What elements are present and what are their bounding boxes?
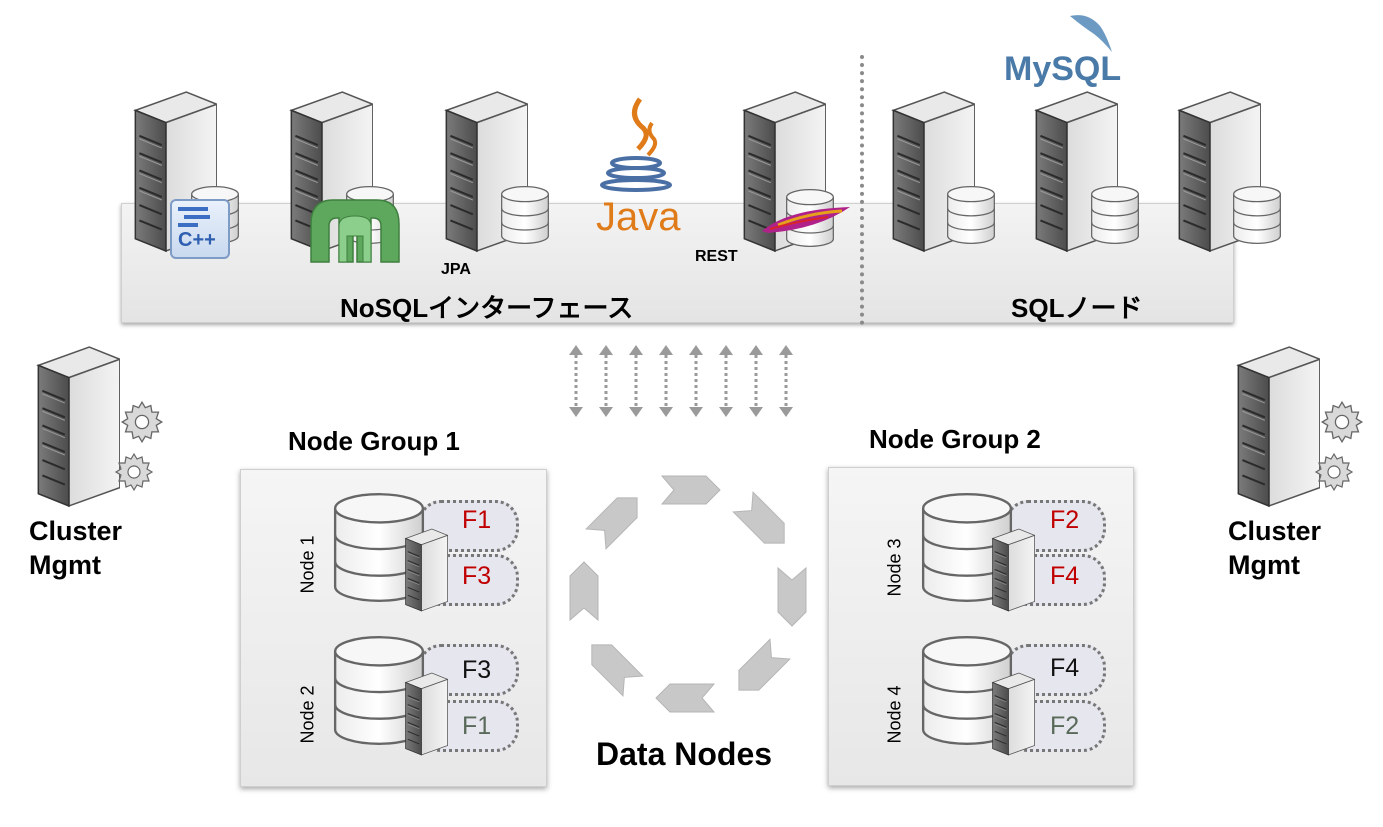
node-1-primary-fragment: F1 [462, 506, 492, 534]
database-icon [1090, 180, 1140, 250]
node-2-primary-fragment: F3 [462, 656, 492, 684]
cluster-mgmt-line2: Mgmt [29, 550, 101, 580]
cluster-mgmt-line1: Cluster [29, 516, 123, 546]
node-3-server-icon [987, 528, 1035, 612]
cluster-mgmt-right-label: Cluster Mgmt [1228, 514, 1321, 582]
node-3-label: Node 3 [884, 538, 905, 597]
mgmt-server-icon [1228, 345, 1320, 508]
node-4-label: Node 4 [884, 685, 905, 744]
cluster-mgmt-line2: Mgmt [1228, 550, 1300, 580]
double-arrow-icon [568, 345, 584, 417]
double-arrow-icon [658, 345, 674, 417]
node-4-secondary-fragment: F2 [1050, 712, 1080, 740]
node-group-2-title: Node Group 2 [869, 424, 1041, 454]
cpp-logo-text: C++ [178, 229, 216, 251]
gear-icon [120, 400, 164, 444]
rest-label: REST [695, 248, 738, 265]
gear-icon [114, 452, 154, 492]
double-arrow-icon [718, 345, 734, 417]
node-1-secondary-fragment: F3 [462, 562, 492, 590]
java-logo-text: Java [596, 195, 681, 239]
database-icon [500, 180, 550, 250]
node-3-secondary-fragment: F4 [1050, 562, 1080, 590]
fragment-pill [418, 500, 519, 552]
data-flow-arrows [568, 345, 798, 419]
jpa-label: JPA [441, 261, 471, 278]
panel-divider [860, 55, 864, 325]
sql-node-label: SQLノード [1011, 293, 1143, 323]
apache-feather-icon [762, 207, 850, 233]
double-arrow-icon [748, 345, 764, 417]
node-1-server-icon [400, 528, 448, 612]
gear-icon [1320, 400, 1364, 444]
node-2-label: Node 2 [297, 685, 318, 744]
double-arrow-icon [628, 345, 644, 417]
fragment-pill [418, 644, 519, 696]
node-2-secondary-fragment: F1 [462, 712, 492, 740]
cpp-logo-icon: C++ [170, 199, 230, 259]
node-group-1-title: Node Group 1 [288, 426, 460, 456]
java-logo-icon: Java [596, 95, 681, 245]
node-2-server-icon [400, 672, 448, 756]
database-icon [946, 180, 996, 250]
mysql-logo-text: MySQL [1004, 50, 1122, 88]
nosql-interface-label: NoSQLインターフェース [340, 293, 634, 323]
double-arrow-icon [598, 345, 614, 417]
node-1-label: Node 1 [297, 535, 318, 594]
node-3-primary-fragment: F2 [1050, 506, 1080, 534]
database-icon [1232, 180, 1282, 250]
mysql-logo-icon: MySQL [1004, 10, 1124, 90]
gear-icon [1314, 452, 1354, 492]
node-4-primary-fragment: F4 [1050, 654, 1080, 682]
cluster-mgmt-left-label: Cluster Mgmt [29, 514, 122, 582]
cluster-mgmt-line1: Cluster [1228, 516, 1322, 546]
double-arrow-icon [778, 345, 794, 417]
replication-cycle-icon [569, 475, 807, 713]
mgmt-server-icon [28, 345, 120, 508]
node-4-server-icon [987, 672, 1035, 756]
double-arrow-icon [688, 345, 704, 417]
memcached-logo-icon [310, 199, 400, 263]
data-nodes-label: Data Nodes [596, 736, 773, 772]
